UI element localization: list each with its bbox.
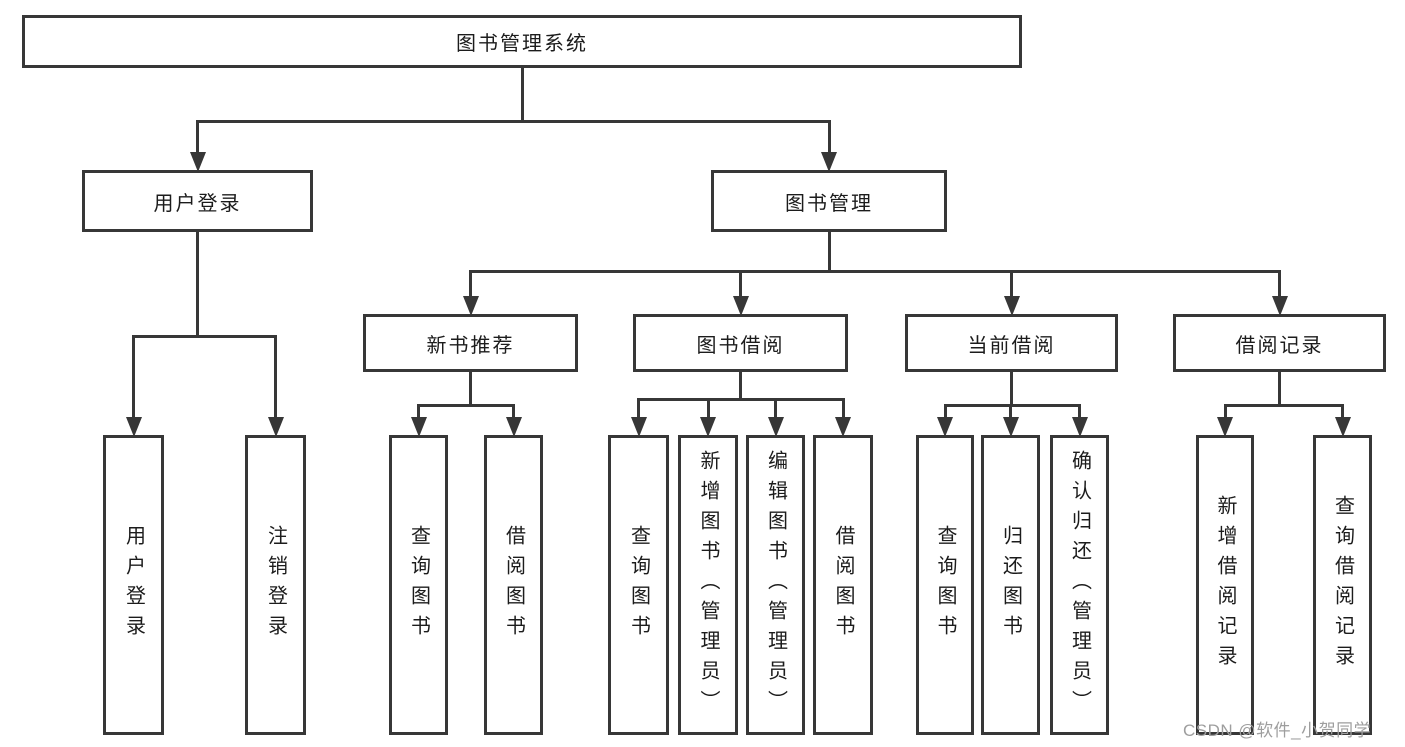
node-borrow-records: 借阅记录 [1173,314,1386,372]
node-label: 确认归还（管理员） [1068,450,1091,720]
connector-drop [827,120,831,154]
arrowhead-down-icon [1217,417,1233,437]
arrowhead-down-icon [1334,417,1351,437]
node-label: 编辑图书（管理员） [764,450,787,720]
node-leaf-add-book: 新增图书（管理员） [678,435,738,735]
connector-drop [196,120,199,154]
arrowhead-down-icon [835,417,851,437]
node-label: 借阅图书 [502,525,525,645]
node-label: 图书借阅 [696,334,785,357]
arrowhead-down-icon [1071,417,1088,437]
connector-drop [1009,404,1012,419]
node-leaf-confirm-return: 确认归还（管理员） [1050,435,1109,735]
node-label: 当前借阅 [967,334,1056,357]
arrowhead-down-icon [700,417,716,437]
arrowhead-down-icon [630,417,647,437]
connector-trunk [1278,372,1281,407]
node-label: 注销登录 [264,525,287,645]
connector-drop [1078,404,1081,419]
node-current-borrow: 当前借阅 [905,314,1118,372]
connector-trunk [520,68,524,123]
connector-trunk [196,232,199,338]
watermark: CSDN @软件_小贺同学 [1183,721,1372,740]
connector-drop [739,270,742,298]
node-leaf-borrow-book-1: 借阅图书 [484,435,543,735]
connector-bus [1223,404,1344,407]
connector-bus [196,120,831,123]
node-label: 图书管理 [785,192,873,215]
connector-drop [512,404,515,419]
arrowhead-down-icon [189,152,206,172]
arrowhead-down-icon [821,152,837,172]
connector-drop [774,398,777,419]
connector-bus [132,335,277,338]
connector-bus [469,270,1281,273]
connector-drop [417,404,420,419]
node-label: 查询图书 [627,525,650,645]
node-label: 查询借阅记录 [1331,495,1354,675]
arrowhead-down-icon [1002,417,1019,437]
node-label: 借阅图书 [832,525,854,645]
node-leaf-return-book: 归还图书 [981,435,1040,735]
node-label: 图书管理系统 [456,33,588,55]
arrowhead-down-icon [505,417,522,437]
node-leaf-logout: 注销登录 [245,435,306,735]
node-leaf-query-record: 查询借阅记录 [1313,435,1372,735]
node-leaf-add-record: 新增借阅记录 [1196,435,1254,735]
connector-drop [943,404,947,419]
node-label: 用户登录 [122,525,145,645]
arrowhead-down-icon [462,296,479,316]
arrowhead-down-icon [410,417,427,437]
node-leaf-query-book-1: 查询图书 [389,435,448,735]
node-label: 归还图书 [999,525,1022,645]
arrowhead-down-icon [1003,296,1020,316]
node-root: 图书管理系统 [22,15,1022,68]
connector-drop [637,398,640,419]
node-label: 用户登录 [153,192,242,215]
node-book-borrow: 图书借阅 [633,314,848,372]
node-leaf-query-book-3: 查询图书 [916,435,974,735]
node-book-mgmt: 图书管理 [711,170,947,232]
node-label: 查询图书 [934,525,956,645]
connector-drop [132,335,135,419]
node-leaf-user-login: 用户登录 [103,435,164,735]
arrowhead-down-icon [937,417,953,437]
connector-drop [841,398,845,419]
node-leaf-query-book-2: 查询图书 [608,435,669,735]
node-label: 查询图书 [407,525,430,645]
connector-trunk [739,372,742,401]
node-new-book-rec: 新书推荐 [363,314,578,372]
node-label: 新增借阅记录 [1214,495,1236,675]
node-label: 新增图书（管理员） [697,450,719,720]
connector-bus [943,404,1081,407]
arrowhead-down-icon [267,417,284,437]
connector-drop [1341,404,1344,419]
connector-drop [1278,270,1281,298]
arrowhead-down-icon [1271,296,1288,316]
connector-drop [1010,270,1013,298]
connector-drop [1223,404,1227,419]
connector-trunk [827,232,831,273]
node-leaf-borrow-book-2: 借阅图书 [813,435,873,735]
connector-trunk [469,372,472,407]
connector-drop [274,335,277,419]
connector-drop [706,398,710,419]
arrowhead-down-icon [767,417,784,437]
node-user-login: 用户登录 [82,170,313,232]
node-leaf-edit-book: 编辑图书（管理员） [746,435,805,735]
node-label: 新书推荐 [426,334,515,357]
connector-trunk [1010,372,1013,407]
arrowhead-down-icon [732,296,749,316]
arrowhead-down-icon [125,417,142,437]
node-label: 借阅记录 [1235,334,1324,357]
connector-drop [469,270,472,298]
connector-bus [637,398,845,401]
connector-bus [417,404,515,407]
